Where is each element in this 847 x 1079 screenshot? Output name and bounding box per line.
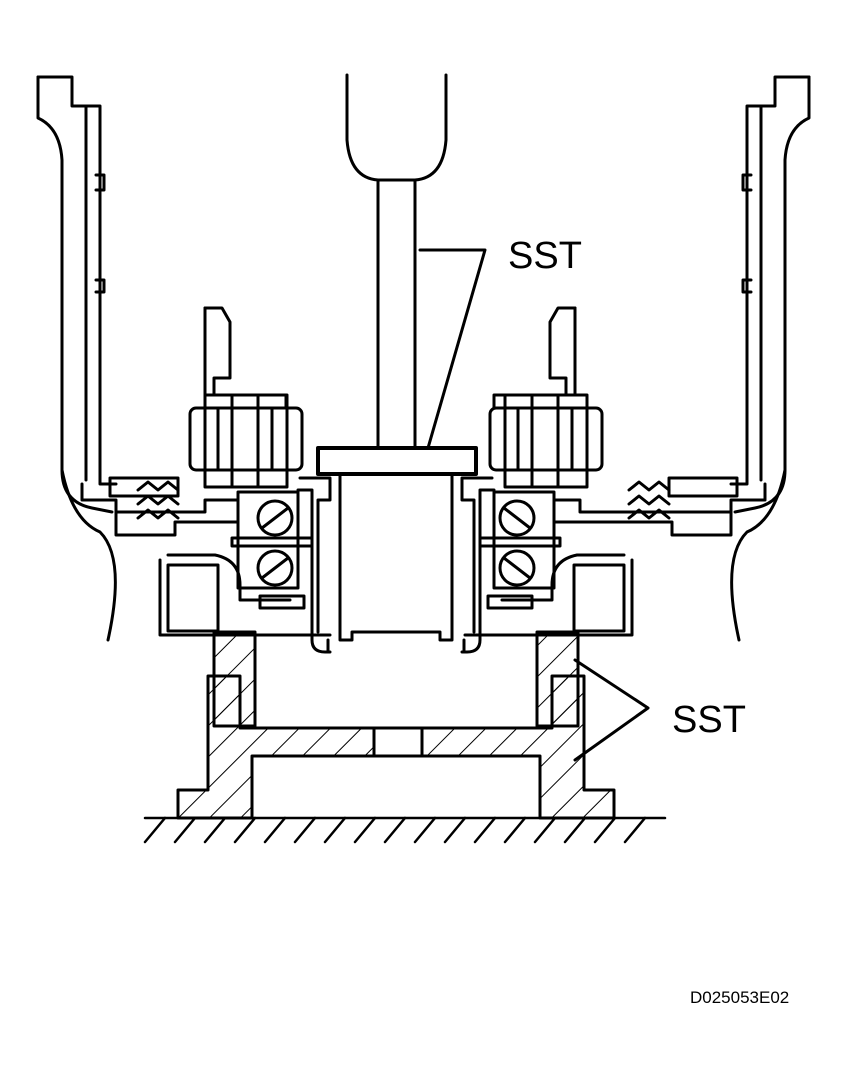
support-fixture-hatched (176, 630, 616, 820)
sst-lower-leader (573, 658, 650, 762)
housing-left (36, 75, 118, 642)
figure-code: D025053E02 (690, 988, 789, 1007)
ground-line (143, 816, 667, 844)
clutch-assembly-left (80, 306, 332, 654)
housing-right (729, 75, 811, 642)
sst-lower-label: SST (672, 699, 746, 741)
press-ram (316, 73, 478, 476)
center-shaft (326, 472, 466, 654)
clutch-assembly-right (460, 306, 767, 654)
sst-upper-leader (418, 248, 487, 450)
sst-upper-label: SST (508, 235, 582, 277)
